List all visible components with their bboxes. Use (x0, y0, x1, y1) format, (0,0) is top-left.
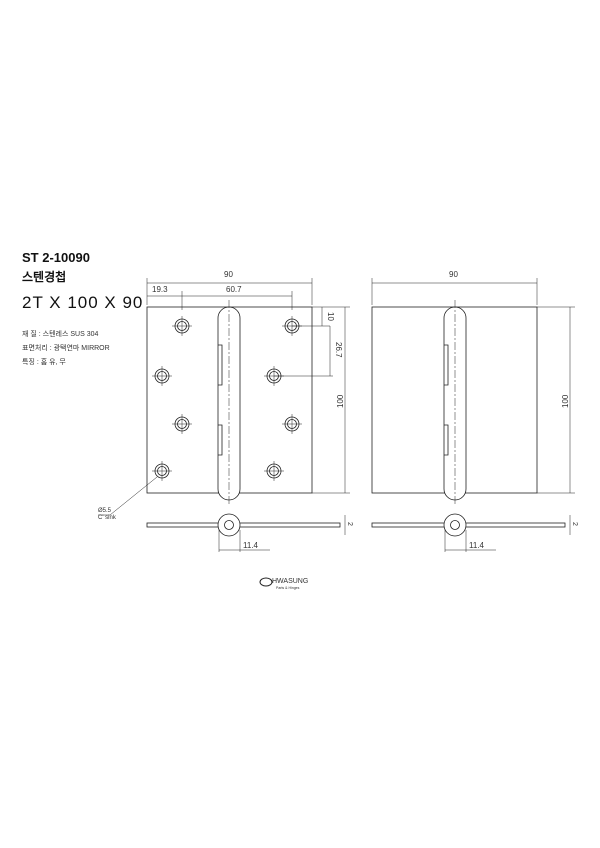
dim-width-right: 90 (449, 270, 458, 279)
dim-width: 90 (224, 270, 233, 279)
product-name: 스텐경첩 (22, 270, 67, 284)
svg-text:HWASUNG: HWASUNG (272, 578, 308, 585)
side-view-left (146, 513, 346, 552)
hwasung-logo: HWASUNG Parts & Hinges (259, 577, 308, 590)
dim-thickness-right: 2 (571, 522, 578, 526)
front-view-right (371, 278, 575, 506)
model-number: ST 2-10090 (22, 250, 90, 265)
hole-diameter: Ø5.5 (98, 508, 112, 514)
dim-knuckle-right: 11.4 (469, 541, 485, 550)
dim-top-offset: 10 (326, 312, 335, 321)
dim-thickness: 2 (346, 522, 353, 526)
front-view-left (98, 278, 350, 516)
dim-height-right: 100 (561, 394, 570, 408)
dim-hole-spacing-y: 26.7 (334, 342, 343, 358)
spec-material: 재 질 : 스텐레스 SUS 304 (22, 331, 99, 338)
dim-hole-spacing-x: 60.7 (226, 285, 242, 294)
dim-left-offset: 19.3 (152, 285, 168, 294)
side-view-right (371, 513, 571, 552)
hole-type: C' sink (98, 515, 117, 521)
spec-feature: 특징 : 홈 유, 무 (22, 359, 66, 366)
dim-height: 100 (336, 394, 345, 408)
product-size: 2T X 100 X 90 (22, 293, 144, 312)
svg-text:Parts & Hinges: Parts & Hinges (276, 586, 300, 590)
spec-finish: 표면처리 : 광택연마 MIRROR (22, 345, 110, 352)
dim-knuckle: 11.4 (243, 541, 259, 550)
